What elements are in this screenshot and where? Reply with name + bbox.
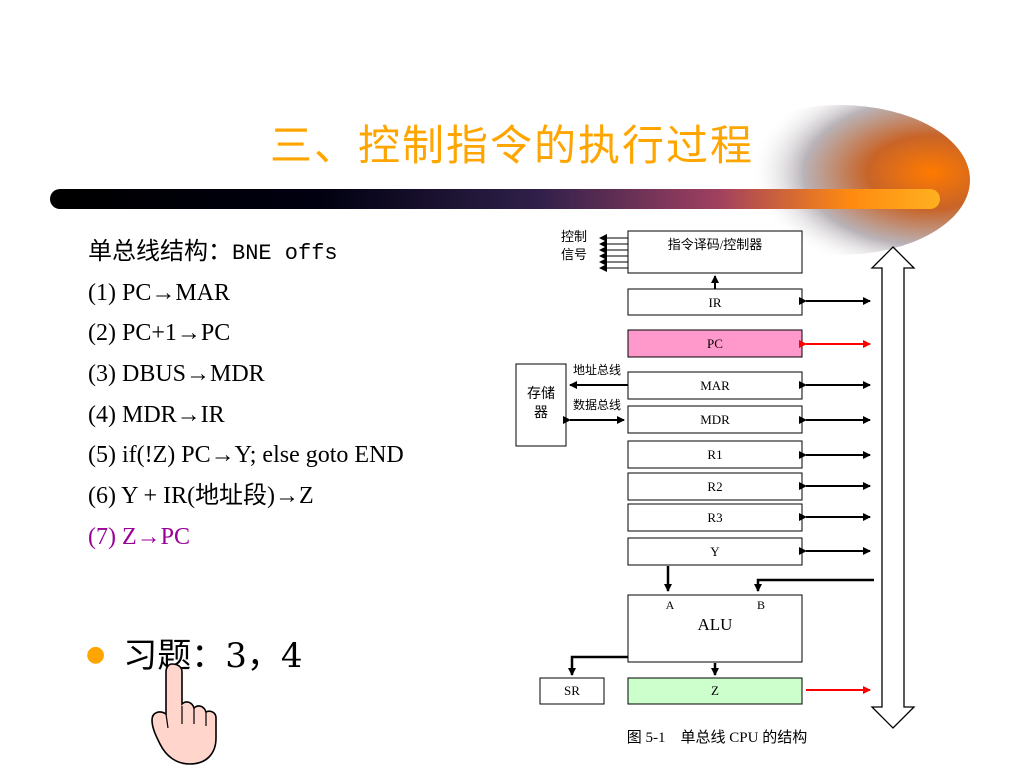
alu-input-a-label: A [666, 598, 675, 612]
pc-register [627, 329, 803, 358]
step-4: (4) MDR→IR [88, 401, 225, 428]
r3-register [627, 503, 803, 532]
step-header: 单总线结构：BNE offs [88, 232, 404, 273]
r3-label: R3 [707, 510, 722, 525]
sr-register [539, 677, 605, 705]
step-header-label: 单总线结构： [88, 239, 232, 265]
controller-label: 指令译码/控制器 [668, 237, 763, 252]
control-signal-lines [599, 234, 628, 272]
figure-caption: 图 5-1 单总线 CPU 的结构 [627, 729, 807, 746]
r2-label: R2 [707, 479, 722, 494]
memory-box [515, 363, 567, 447]
mdr-label: MDR [700, 412, 730, 427]
header-rule-decoration [50, 105, 970, 255]
alu-to-sr-arrow [568, 655, 628, 676]
exercise-text: 习题：3，4 [123, 636, 303, 676]
alu-box [627, 594, 803, 663]
step-header-instruction: BNE offs [232, 241, 338, 266]
r1-label: R1 [707, 447, 722, 462]
bus-to-alu-b-arrow [754, 578, 874, 592]
controller-box [627, 230, 803, 274]
z-register [627, 677, 803, 705]
internal-bus [870, 246, 916, 729]
mar-register [627, 371, 803, 400]
mar-label: MAR [700, 378, 730, 393]
alu-input-b-label: B [757, 598, 765, 612]
pc-label: PC [707, 336, 723, 351]
step-3: (3) DBUS→MDR [88, 361, 265, 388]
r1-register [627, 440, 803, 469]
memory-label-1: 存储 [527, 386, 555, 402]
y-label: Y [710, 544, 720, 559]
mdr-register [627, 405, 803, 434]
pointing-hand-icon [151, 663, 217, 765]
slide-title: 三、控制指令的执行过程 [269, 121, 754, 170]
step-1: (1) PC→MAR [88, 279, 231, 306]
step-2: (2) PC+1→PC [88, 320, 231, 347]
memory-label-2: 器 [534, 406, 548, 421]
control-signal-label-1: 控制 [561, 229, 587, 244]
alu-label: ALU [698, 615, 733, 634]
control-signal-label-2: 信号 [561, 247, 587, 262]
address-bus-label: 地址总线 [573, 363, 621, 377]
register-bus-arrows [799, 297, 871, 555]
exercise-bullet: ● 习题：3，4 [86, 628, 302, 677]
ir-register [627, 288, 803, 316]
step-7: (7) Z→PC [88, 523, 190, 550]
bullet-icon: ● [86, 642, 106, 667]
sr-label: SR [564, 683, 580, 698]
instruction-steps: 单总线结构：BNE offs (1) PC→MAR (2) PC+1→PC (3… [88, 232, 404, 558]
ir-label: IR [709, 295, 722, 310]
z-label: Z [711, 683, 719, 698]
data-bus-label: 数据总线 [573, 397, 621, 412]
step-6: (6) Y + IR(地址段)→Z [88, 483, 314, 510]
step-5: (5) if(!Z) PC→Y; else goto END [88, 442, 404, 469]
r2-register [627, 472, 803, 501]
